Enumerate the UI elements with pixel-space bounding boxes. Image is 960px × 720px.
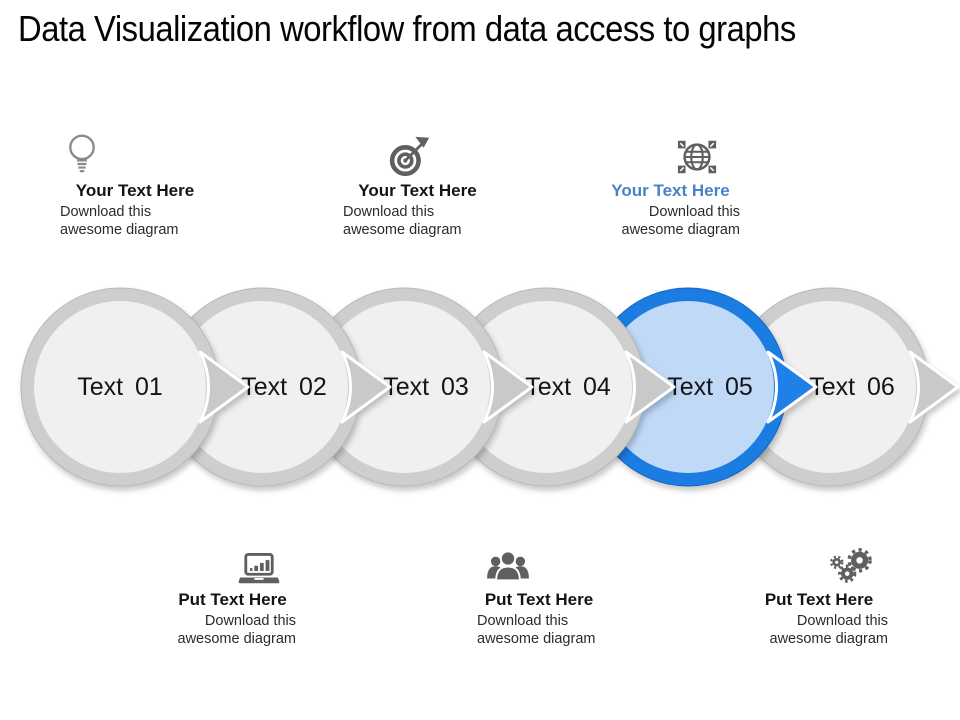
top-note-1-body-line2: awesome diagram — [60, 221, 179, 238]
bottom-note-3-body-line2: awesome diagram — [769, 630, 888, 647]
bottom-note-1-heading: Put Text Here — [178, 590, 287, 609]
step-2-arrow-icon — [340, 350, 392, 424]
step-circle-5-highlighted: Text 05 — [588, 284, 828, 490]
gears-icon — [829, 548, 872, 583]
top-note-1-icon-wrap — [55, 126, 215, 178]
top-note-2: Your Text Here Download this awesome dia… — [335, 126, 500, 239]
bottom-note-2-body-line2: awesome diagram — [477, 630, 596, 647]
bottom-note-2: Put Text Here Download this awesome diag… — [468, 541, 610, 648]
step-5-arrow-icon — [766, 350, 818, 424]
step-circle-6-shape — [730, 287, 960, 487]
top-note-3-heading: Your Text Here — [611, 181, 730, 200]
step-1-label: Text 01 — [77, 373, 163, 401]
top-note-2-icon-wrap — [335, 126, 500, 178]
bottom-note-1-body-line2: awesome diagram — [177, 630, 296, 647]
step-circle-5-shape — [588, 287, 818, 487]
team-icon — [487, 550, 529, 582]
step-circle-3-shape — [304, 287, 534, 487]
lightbulb-icon — [69, 134, 95, 173]
step-circle-2: Text 02 — [162, 284, 402, 490]
bottom-note-1: Put Text Here Download this awesome diag… — [165, 541, 300, 648]
step-circle-2-shape — [162, 287, 392, 487]
step-circle-4-shape — [446, 287, 676, 487]
step-circle-3: Text 03 — [304, 284, 544, 490]
top-note-3-body-line1: Download this — [648, 204, 740, 220]
top-note-1-body: Download this awesome diagram — [55, 204, 215, 239]
globe-icon — [677, 140, 717, 174]
step-6-label: Text 06 — [809, 373, 895, 401]
top-note-3-icon-wrap — [598, 126, 743, 178]
step-2-label: Text 02 — [241, 373, 327, 401]
slide-title: Data Visualization workflow from data ac… — [18, 8, 958, 50]
top-note-2-body: Download this awesome diagram — [335, 204, 500, 239]
bottom-note-1-body-line1: Download this — [204, 613, 296, 629]
bottom-note-3-heading: Put Text Here — [764, 590, 874, 609]
step-5-label: Text 05 — [667, 373, 753, 401]
bottom-note-3-body-line1: Download this — [796, 613, 888, 629]
bottom-note-3-body: Download this awesome diagram — [748, 613, 890, 648]
bottom-note-1-body: Download this awesome diagram — [165, 613, 300, 648]
step-1-arrow-icon — [198, 350, 250, 424]
step-6-arrow-icon — [908, 350, 960, 424]
top-note-2-heading: Your Text Here — [358, 181, 477, 200]
step-circle-4: Text 04 — [446, 284, 686, 490]
slide-title-text: Data Visualization workflow from data ac… — [18, 8, 796, 49]
step-circle-1-shape — [20, 287, 250, 487]
bottom-note-3-icon-wrap — [748, 541, 890, 587]
top-note-3: Your Text Here Download this awesome dia… — [598, 126, 743, 239]
bottom-note-2-icon-wrap — [468, 541, 610, 587]
bottom-note-1-icon-wrap — [165, 541, 300, 587]
top-note-2-body-line2: awesome diagram — [343, 221, 462, 238]
step-4-arrow-icon — [624, 350, 676, 424]
step-3-arrow-icon — [482, 350, 534, 424]
top-note-3-body: Download this awesome diagram — [598, 204, 743, 239]
top-note-1-heading: Your Text Here — [75, 181, 195, 200]
laptop-chart-icon — [238, 553, 280, 584]
bottom-note-2-body: Download this awesome diagram — [468, 613, 610, 648]
top-note-1-body-line1: Download this — [60, 204, 152, 220]
bottom-note-3: Put Text Here Download this awesome diag… — [748, 541, 890, 648]
top-note-2-body-line1: Download this — [343, 204, 435, 220]
bottom-note-2-body-line1: Download this — [477, 613, 569, 629]
step-circle-6: Text 06 — [730, 284, 960, 490]
top-note-3-body-line2: awesome diagram — [621, 221, 740, 238]
step-circle-1: Text 01 — [20, 284, 260, 490]
step-4-label: Text 04 — [525, 373, 611, 401]
top-note-1: Your Text Here Download this awesome dia… — [55, 126, 215, 239]
target-icon — [389, 136, 430, 177]
bottom-note-2-heading: Put Text Here — [484, 590, 594, 609]
step-3-label: Text 03 — [383, 373, 469, 401]
